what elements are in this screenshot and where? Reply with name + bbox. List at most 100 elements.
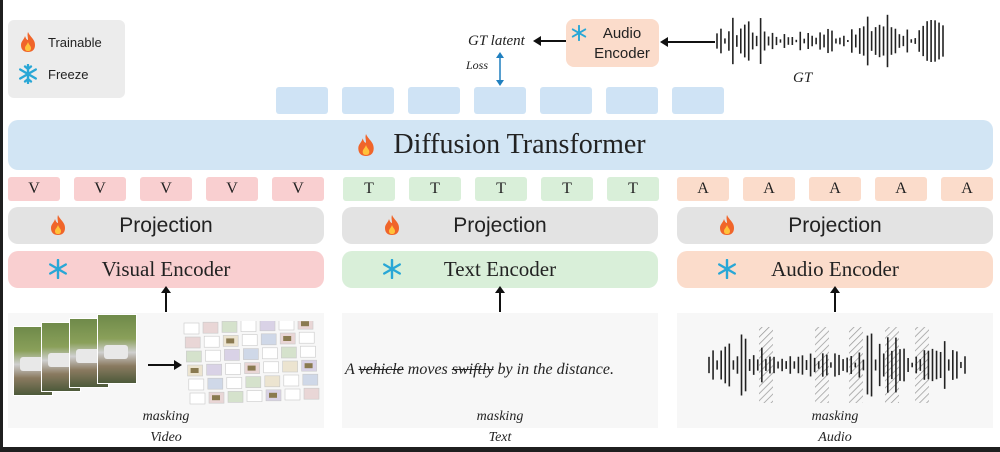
patch-detail xyxy=(226,338,235,344)
text-masking-label: masking xyxy=(476,409,524,424)
patch-detail xyxy=(301,321,309,327)
sentence-word: moves xyxy=(407,361,448,378)
text-token: T xyxy=(343,177,395,201)
gt-latent-label: GT latent xyxy=(468,33,525,49)
arrow-to-gt-latent xyxy=(533,36,566,46)
text-encoder-bar: Text Encoder xyxy=(342,251,658,288)
latent-token xyxy=(276,87,328,114)
snowflake-icon xyxy=(383,259,401,279)
patch-detail xyxy=(247,365,256,371)
visual-projection-bar: Projection xyxy=(8,207,324,244)
audio-token: A xyxy=(743,177,795,201)
visual-token: V xyxy=(140,177,192,201)
text-token: T xyxy=(475,177,527,201)
audio-projection-label: Projection xyxy=(788,213,882,237)
latent-token xyxy=(672,87,724,114)
legend-freeze: Freeze xyxy=(18,64,88,84)
visual-projection-label: Projection xyxy=(119,213,213,237)
masked-patch xyxy=(283,374,300,387)
latent-token xyxy=(342,87,394,114)
audio-token: A xyxy=(941,177,993,201)
masked-patch xyxy=(183,322,200,335)
video-patch xyxy=(245,376,262,388)
legend-trainable: Trainable xyxy=(18,31,102,53)
visual-token: V xyxy=(206,177,258,201)
visual-token: V xyxy=(272,177,324,201)
video-patch xyxy=(224,349,240,361)
text-projection-bar: Projection xyxy=(342,207,658,244)
masked-patch xyxy=(240,321,257,332)
video-patch xyxy=(186,350,202,363)
masked-patch xyxy=(298,331,315,344)
diffusion-transformer-bar: Diffusion Transformer xyxy=(8,120,993,170)
audio-masking-label: masking xyxy=(811,409,859,424)
masked-patch xyxy=(205,349,221,362)
snowflake-icon xyxy=(571,25,587,41)
video-patch xyxy=(227,391,244,403)
fire-icon xyxy=(385,215,399,235)
patch-detail xyxy=(304,363,313,369)
text-token: T xyxy=(541,177,593,201)
video-patch xyxy=(207,377,224,390)
video-frame xyxy=(97,314,137,384)
masked-audio-waveform xyxy=(708,327,966,403)
video-patch xyxy=(281,346,297,359)
audio-token: A xyxy=(677,177,729,201)
masked-patch xyxy=(262,347,278,360)
patch-detail xyxy=(283,336,292,341)
latent-token xyxy=(408,87,460,114)
legend-freeze-label: Freeze xyxy=(48,66,89,82)
loss-label: Loss xyxy=(466,58,489,72)
audio-modality-label: Audio xyxy=(818,430,852,445)
video-patch xyxy=(264,375,281,388)
text-encoder-label: Text Encoder xyxy=(443,257,557,281)
video-patch xyxy=(243,348,259,360)
audio-encoder-label: Audio Encoder xyxy=(771,257,899,281)
patch-detail xyxy=(190,368,199,373)
fire-icon xyxy=(51,215,65,235)
masked-patch xyxy=(188,378,205,391)
video-input-panel: masking xyxy=(8,313,324,428)
fire-icon xyxy=(21,32,35,52)
video-modality-label: Video xyxy=(150,430,182,445)
masked-patch xyxy=(284,388,301,401)
audio-token: A xyxy=(809,177,861,201)
patch-detail xyxy=(269,392,277,398)
video-patch xyxy=(282,360,298,373)
top-audio-encoder-box: Audio Encoder xyxy=(566,19,659,67)
video-patch xyxy=(303,387,320,400)
video-patch xyxy=(260,333,277,346)
masked-word: swiftly xyxy=(451,361,494,378)
text-input-arrow xyxy=(495,286,505,312)
masked-video-patches xyxy=(183,321,320,405)
gt-label: GT xyxy=(793,70,813,86)
patch-detail xyxy=(212,395,220,401)
legend-trainable-label: Trainable xyxy=(48,34,102,50)
fire-icon xyxy=(358,134,375,156)
top-audio-encoder-line2: Encoder xyxy=(594,45,650,62)
audio-input-arrow xyxy=(830,286,840,312)
text-input-panel: A vehicle moves swiftly by in the distan… xyxy=(342,313,658,428)
video-patch xyxy=(184,336,201,349)
video-patch xyxy=(202,321,219,334)
video-patch xyxy=(302,373,319,386)
audio-encoder-bar: Audio Encoder xyxy=(677,251,993,288)
diffusion-transformer-label: Diffusion Transformer xyxy=(393,129,646,160)
audio-token: A xyxy=(875,177,927,201)
audio-mask-region xyxy=(915,327,929,403)
masked-patch xyxy=(226,377,243,389)
visual-masking-label: masking xyxy=(142,409,190,424)
masked-patch xyxy=(189,392,206,405)
snowflake-icon xyxy=(49,259,67,279)
snowflake-icon xyxy=(718,259,736,279)
masked-patch xyxy=(225,363,241,375)
latent-token xyxy=(474,87,526,114)
top-audio-encoder-line1: Audio xyxy=(602,25,642,42)
visual-encoder-bar: Visual Encoder xyxy=(8,251,324,288)
masked-patch xyxy=(278,321,295,331)
visual-input-arrow xyxy=(161,286,171,312)
masked-patch xyxy=(246,390,263,402)
masked-patch xyxy=(203,335,220,348)
visual-token: V xyxy=(8,177,60,201)
